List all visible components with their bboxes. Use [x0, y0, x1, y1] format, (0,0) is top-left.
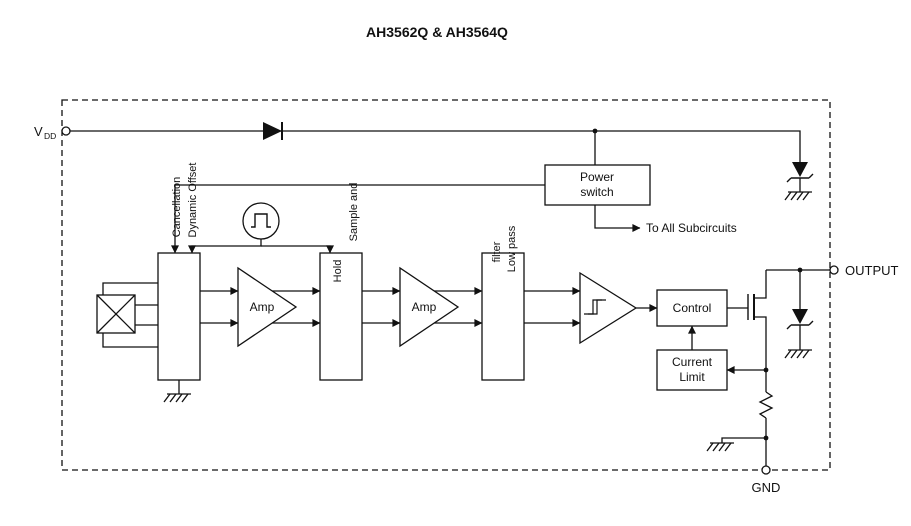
wires	[70, 130, 830, 466]
resistor-icon	[758, 391, 774, 419]
hall-plate-icon	[96, 294, 136, 334]
schmitt-trigger-icon	[579, 271, 638, 345]
current-limit-label-line2: Limit	[679, 370, 705, 384]
clock-wire-left	[188, 239, 262, 254]
amp1-label: Amp	[250, 300, 275, 314]
amp2-label: Amp	[412, 300, 437, 314]
control-label: Control	[673, 301, 712, 315]
gnd-pin	[761, 465, 771, 475]
page-title: AH3562Q & AH3564Q	[366, 24, 508, 40]
power-switch-block	[544, 164, 651, 206]
gnd-label: GND	[752, 480, 781, 495]
reverse-protection-diode-icon	[263, 122, 283, 140]
chopper-label-line1: Dynamic Offset	[187, 163, 199, 238]
zener-diode-icon	[786, 162, 814, 183]
power-to-chopper-wire	[171, 184, 545, 254]
vdd-pin	[61, 126, 71, 136]
low-pass-filter-label-line1: Low pass	[506, 225, 518, 272]
sample-hold-block	[319, 252, 363, 381]
oscillator-icon	[242, 202, 280, 240]
junction-dots	[592, 128, 803, 441]
to-all-subcircuits-label: To All Subcircuits	[646, 221, 737, 235]
low-pass-filter-label-line2: filter	[491, 241, 503, 262]
power-switch-label-line1: Power	[580, 170, 614, 184]
clock-wire-right	[261, 245, 334, 254]
output-label: OUTPUT	[845, 263, 899, 278]
sample-hold-label-line1: Sample and	[348, 183, 360, 242]
zener-diode-icon	[786, 309, 814, 330]
supply-rail	[70, 130, 801, 162]
ground-icon	[784, 349, 813, 359]
ground-icon	[784, 191, 813, 201]
ground-icon	[706, 442, 735, 452]
control-block	[656, 289, 728, 327]
chip-boundary	[61, 99, 831, 471]
current-limit-block	[656, 349, 728, 391]
mosfet-icon	[747, 294, 755, 320]
current-limit-label-line1: Current	[672, 355, 713, 369]
amp2-icon	[399, 266, 460, 348]
amp1-icon	[237, 266, 298, 348]
power-switch-label-line2: switch	[580, 185, 613, 199]
vdd-label: V	[34, 124, 43, 139]
vdd-label-subscript: DD	[44, 131, 56, 141]
chopper-block	[157, 252, 201, 381]
sample-hold-label-line2: Hold	[332, 260, 344, 283]
to-subcircuits-wire	[594, 205, 641, 232]
chopper-label-line2: Cancellation	[171, 177, 183, 238]
ground-icon	[163, 393, 192, 403]
output-pin	[829, 265, 839, 275]
low-pass-filter-block	[481, 252, 525, 381]
